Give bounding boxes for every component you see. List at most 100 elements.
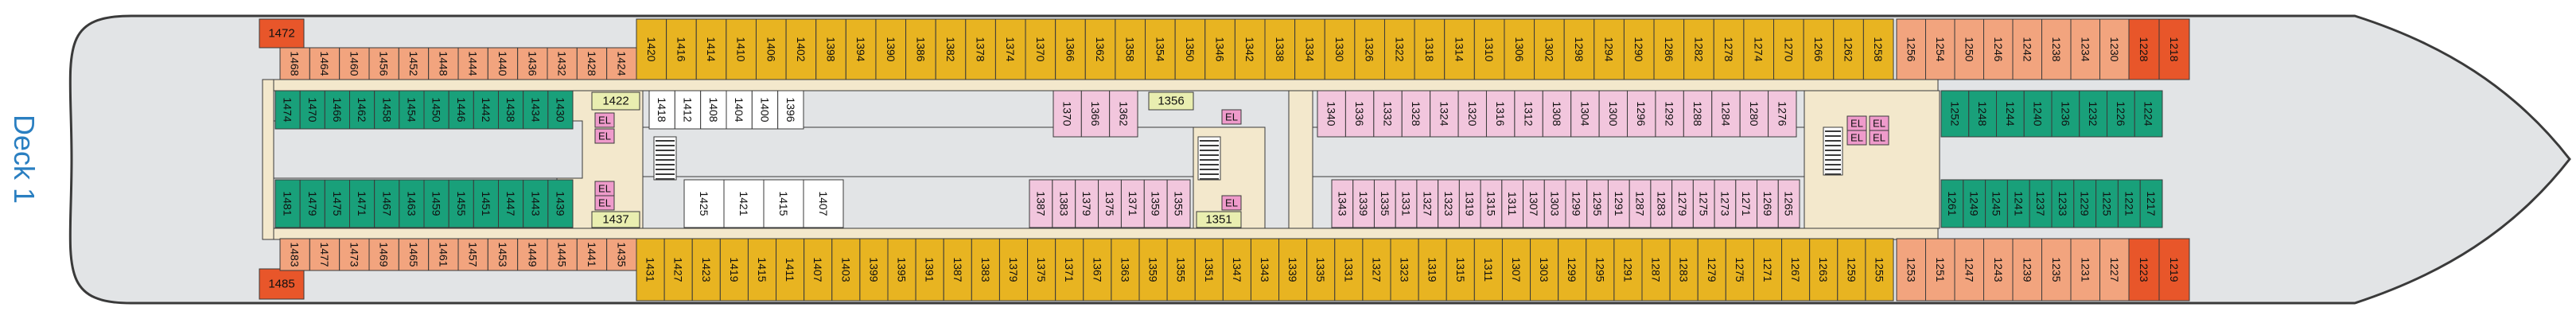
cabin[interactable]: 1445 [547, 238, 578, 271]
cabin[interactable]: 1452 [398, 47, 430, 80]
cabin[interactable]: 1221 [2117, 179, 2141, 228]
cabin[interactable]: 1255 [1865, 238, 1894, 301]
cabin[interactable]: 1394 [845, 18, 877, 80]
cabin[interactable]: 1416 [666, 18, 697, 80]
cabin[interactable]: 1458 [374, 90, 400, 130]
cabin[interactable]: 1279 [1671, 179, 1694, 228]
cabin[interactable]: 1425 [683, 179, 725, 228]
cabin[interactable]: 1250 [1954, 18, 1984, 80]
cabin[interactable]: 1466 [324, 90, 351, 130]
cabin[interactable]: 1386 [905, 18, 936, 80]
cabin[interactable]: 1223 [2128, 238, 2160, 301]
cabin[interactable]: 1362 [1084, 18, 1116, 80]
cabin[interactable]: 1472 [259, 18, 305, 49]
cabin[interactable]: 1249 [1963, 179, 1986, 228]
cabin[interactable]: 1398 [815, 18, 846, 80]
cabin[interactable]: 1422 [591, 91, 640, 111]
cabin[interactable]: 1338 [1264, 18, 1296, 80]
cabin[interactable]: 1273 [1714, 179, 1737, 228]
cabin[interactable]: 1351 [1194, 238, 1224, 301]
cabin[interactable]: 1363 [1111, 238, 1140, 301]
cabin[interactable]: 1471 [349, 179, 376, 228]
cabin[interactable]: 1247 [1954, 238, 1984, 301]
cabin[interactable]: 1407 [803, 179, 844, 228]
cabin[interactable]: 1371 [1120, 179, 1145, 228]
cabin[interactable]: 1312 [1514, 90, 1543, 138]
cabin[interactable]: 1379 [998, 238, 1029, 301]
cabin[interactable]: 1303 [1543, 179, 1566, 228]
cabin[interactable]: 1316 [1485, 90, 1516, 138]
cabin[interactable]: 1290 [1623, 18, 1655, 80]
cabin[interactable]: 1402 [785, 18, 817, 80]
cabin[interactable]: 1304 [1570, 90, 1600, 138]
cabin[interactable]: 1441 [576, 238, 608, 271]
cabin[interactable]: 1390 [875, 18, 907, 80]
cabin[interactable]: 1449 [517, 238, 548, 271]
cabin[interactable]: 1298 [1563, 18, 1595, 80]
cabin[interactable]: 1435 [606, 238, 637, 271]
cabin[interactable]: 1295 [1586, 238, 1615, 301]
cabin[interactable]: 1462 [349, 90, 376, 130]
cabin[interactable]: 1248 [1968, 90, 1997, 138]
cabin[interactable]: 1391 [915, 238, 944, 301]
cabin[interactable]: 1442 [473, 90, 499, 130]
cabin[interactable]: 1459 [423, 179, 449, 228]
cabin[interactable]: 1287 [1628, 179, 1652, 228]
cabin[interactable]: 1447 [498, 179, 524, 228]
cabin[interactable]: 1246 [1983, 18, 2014, 80]
cabin[interactable]: 1343 [1331, 179, 1354, 228]
cabin[interactable]: 1440 [487, 47, 519, 80]
cabin[interactable]: 1320 [1457, 90, 1487, 138]
cabin[interactable]: 1438 [498, 90, 524, 130]
cabin[interactable]: 1310 [1473, 18, 1505, 80]
cabin[interactable]: 1254 [1925, 18, 1955, 80]
cabin[interactable]: 1269 [1757, 179, 1779, 228]
cabin[interactable]: 1370 [1025, 18, 1056, 80]
cabin[interactable]: 1473 [339, 238, 370, 271]
cabin[interactable]: 1307 [1501, 238, 1531, 301]
cabin[interactable]: 1475 [324, 179, 351, 228]
cabin[interactable]: 1469 [368, 238, 399, 271]
cabin[interactable]: 1234 [2070, 18, 2100, 80]
cabin[interactable]: 1414 [695, 18, 727, 80]
cabin[interactable]: 1238 [2041, 18, 2072, 80]
cabin[interactable]: 1444 [457, 47, 488, 80]
cabin[interactable]: 1327 [1362, 238, 1391, 301]
cabin[interactable]: 1271 [1735, 179, 1758, 228]
cabin[interactable]: 1399 [859, 238, 889, 301]
cabin[interactable]: 1461 [428, 238, 459, 271]
cabin[interactable]: 1366 [1080, 90, 1111, 138]
cabin[interactable]: 1395 [887, 238, 916, 301]
cabin[interactable]: 1354 [1145, 18, 1176, 80]
cabin[interactable]: 1423 [691, 238, 721, 301]
cabin[interactable]: 1464 [309, 47, 340, 80]
cabin[interactable]: 1282 [1683, 18, 1714, 80]
cabin[interactable]: 1460 [339, 47, 370, 80]
cabin[interactable]: 1266 [1803, 18, 1835, 80]
cabin[interactable]: 1314 [1444, 18, 1475, 80]
cabin[interactable]: 1408 [700, 90, 727, 130]
cabin[interactable]: 1292 [1655, 90, 1684, 138]
cabin[interactable]: 1428 [576, 47, 608, 80]
cabin[interactable]: 1287 [1641, 238, 1671, 301]
cabin[interactable]: 1243 [1983, 238, 2014, 301]
cabin[interactable]: 1328 [1401, 90, 1431, 138]
cabin[interactable]: 1315 [1446, 238, 1475, 301]
cabin[interactable]: 1411 [776, 238, 805, 301]
cabin[interactable]: 1230 [2099, 18, 2130, 80]
cabin[interactable]: 1374 [994, 18, 1026, 80]
cabin[interactable]: 1225 [2095, 179, 2119, 228]
cabin[interactable]: 1294 [1593, 18, 1625, 80]
cabin[interactable]: 1323 [1390, 238, 1419, 301]
cabin[interactable]: 1454 [399, 90, 425, 130]
cabin[interactable]: 1335 [1373, 179, 1396, 228]
cabin[interactable]: 1299 [1565, 179, 1588, 228]
cabin[interactable]: 1477 [309, 238, 340, 271]
cabin[interactable]: 1224 [2134, 90, 2163, 138]
cabin[interactable]: 1346 [1204, 18, 1235, 80]
cabin[interactable]: 1291 [1613, 238, 1643, 301]
cabin[interactable]: 1253 [1896, 238, 1926, 301]
cabin[interactable]: 1302 [1534, 18, 1565, 80]
cabin[interactable]: 1228 [2128, 18, 2160, 80]
cabin[interactable]: 1383 [971, 238, 1000, 301]
